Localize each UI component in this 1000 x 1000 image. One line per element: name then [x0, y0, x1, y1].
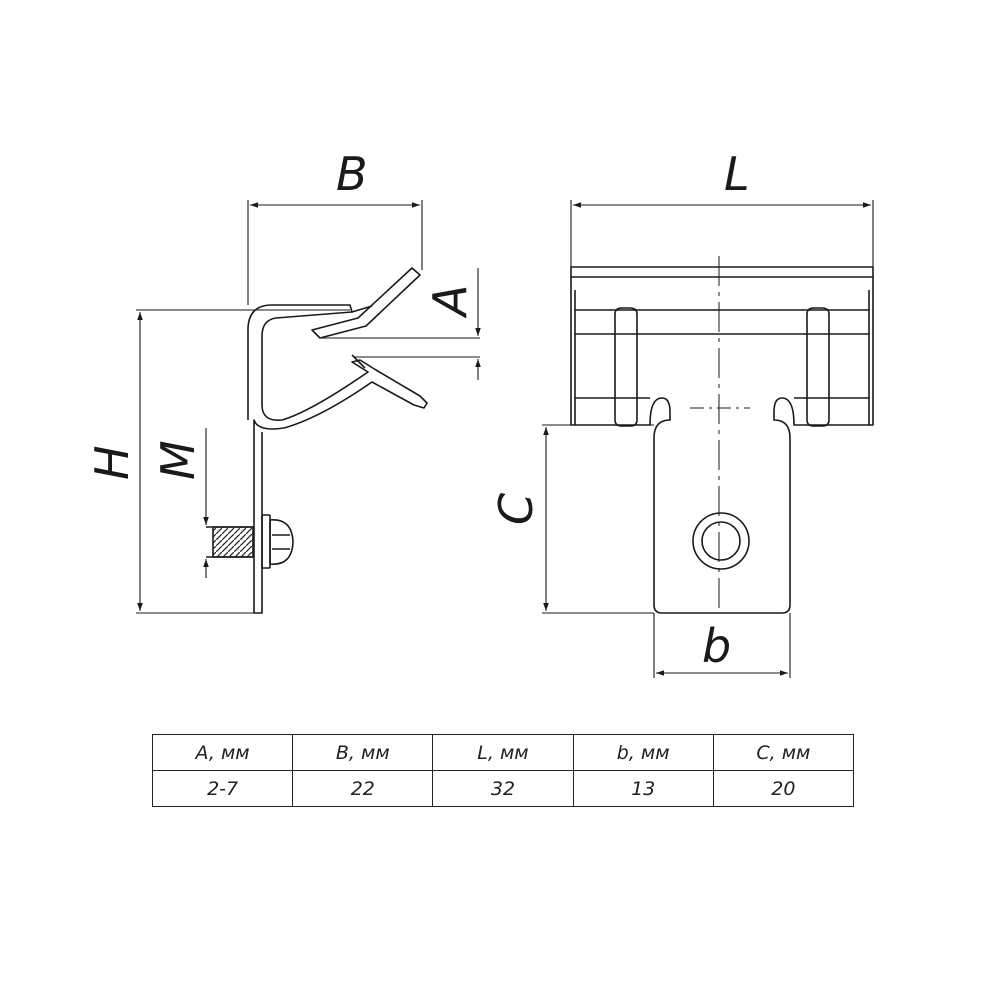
upper-spring — [311, 267, 421, 339]
table-cell: 20 — [712, 770, 855, 807]
table-cell: 22 — [292, 770, 434, 807]
table-header-cell: L, мм — [432, 734, 574, 771]
table-cell: 13 — [572, 770, 714, 807]
clip-front-body — [570, 277, 874, 614]
table-header-cell: A, мм — [151, 734, 294, 771]
lower-spring — [351, 354, 366, 369]
front-view-dimensions — [542, 200, 874, 678]
front-view — [570, 256, 874, 614]
table-cell: 2-7 — [151, 770, 294, 807]
top-flange — [570, 266, 874, 278]
dim-label-B: B — [336, 147, 368, 201]
table-row: 2-7 22 32 13 20 — [151, 770, 855, 807]
dimensions-table: A, мм B, мм L, мм b, мм C, мм 2-7 22 32 … — [151, 734, 855, 807]
dim-label-b: b — [702, 619, 731, 673]
mount-hole-inner — [701, 521, 741, 561]
dim-label-H: H — [85, 445, 139, 480]
washer — [261, 514, 271, 569]
left-tab — [614, 307, 638, 427]
table-header-row: A, мм B, мм L, мм b, мм C, мм — [151, 734, 855, 771]
table-header-cell: B, мм — [292, 734, 434, 771]
dim-label-A: A — [423, 285, 477, 319]
side-view — [206, 267, 428, 614]
bolt-thread — [212, 526, 254, 558]
table-header-cell: b, мм — [572, 734, 714, 771]
right-tab — [806, 307, 830, 427]
mount-hole-outer — [692, 512, 750, 570]
dim-label-M: M — [151, 440, 205, 480]
dim-label-L: L — [724, 147, 750, 201]
dim-label-C: C — [489, 493, 543, 525]
table-header-cell: C, мм — [712, 734, 855, 771]
clip-body-outer — [247, 304, 428, 614]
side-view-dimensions — [136, 200, 481, 614]
table-cell: 32 — [432, 770, 574, 807]
bolt-head — [269, 519, 294, 565]
